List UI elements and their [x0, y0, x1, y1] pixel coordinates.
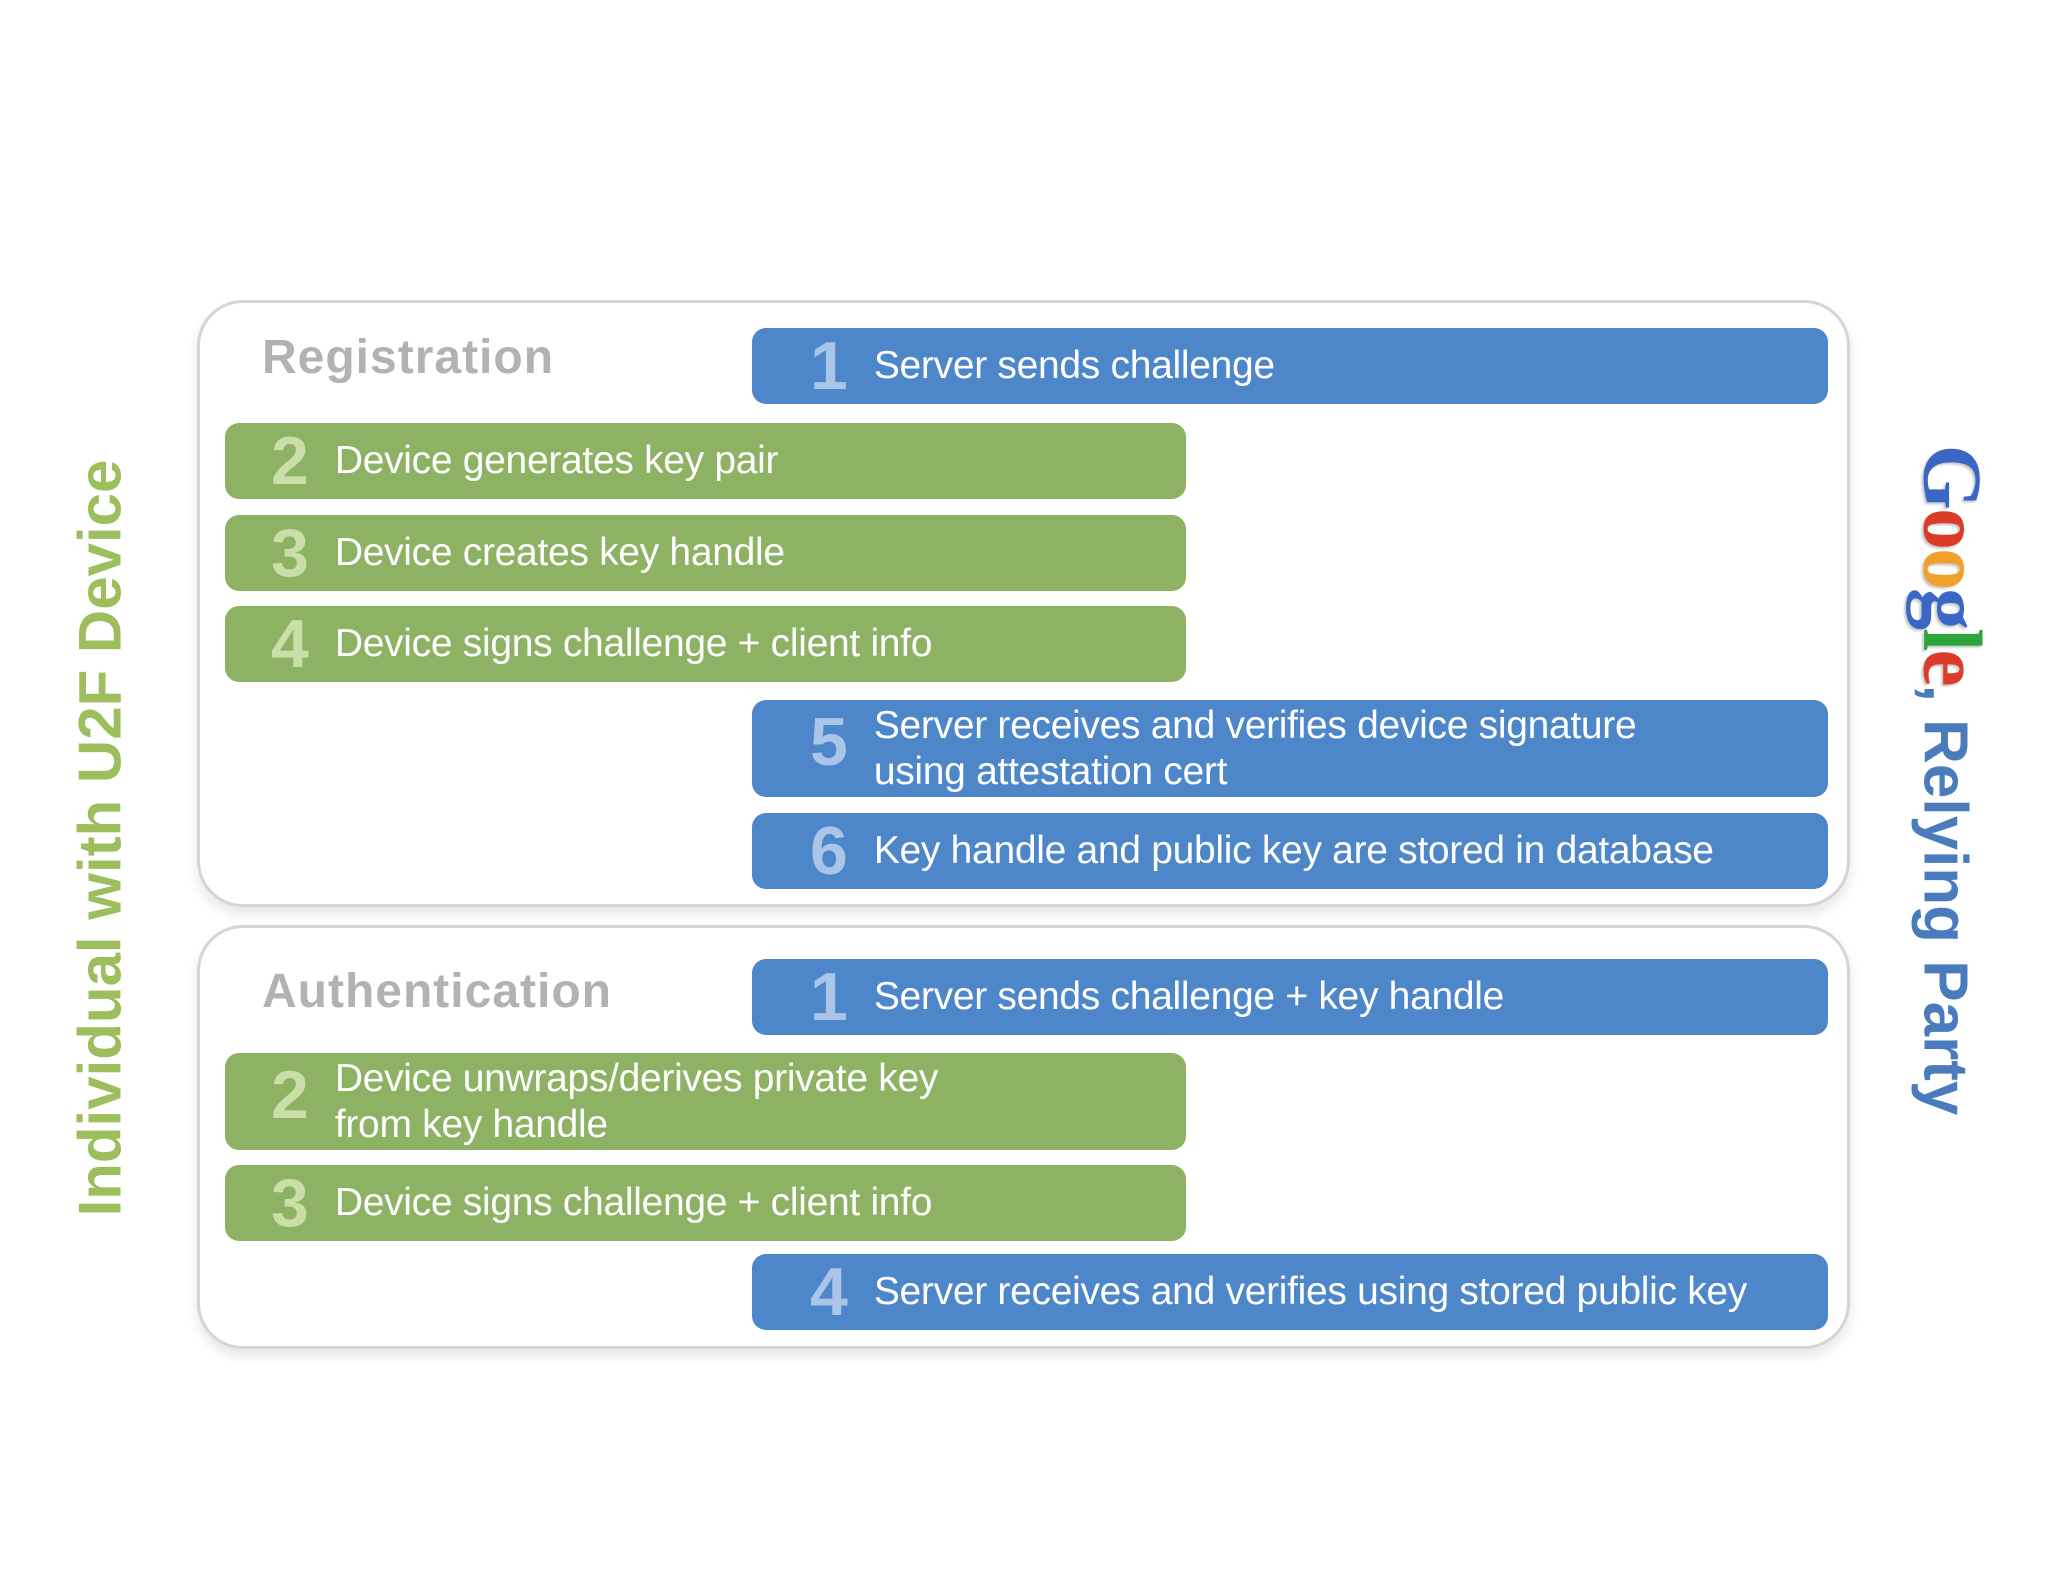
- step-number: 2: [271, 1057, 309, 1133]
- step-number: 4: [271, 606, 309, 682]
- google-logo-letter: e: [1905, 649, 1999, 685]
- step-text: Server sends challenge + key handle: [873, 975, 1504, 1018]
- google-logo-letter: G: [1905, 444, 1999, 508]
- step-number: 1: [810, 328, 848, 404]
- left-actor-label: Individual with U2F Device: [66, 459, 134, 1217]
- registration-step-5: 5 Server receives and verifies device si…: [752, 700, 1828, 797]
- step-number: 5: [810, 704, 848, 780]
- step-number: 1: [810, 959, 848, 1035]
- registration-panel-title: Registration: [262, 331, 555, 384]
- step-number: 4: [810, 1254, 848, 1330]
- authentication-step-2: 2 Device unwraps/derives private key fro…: [225, 1053, 1186, 1150]
- authentication-step-4: 4 Server receives and verifies using sto…: [752, 1254, 1828, 1330]
- step-number: 3: [271, 1165, 309, 1241]
- authentication-step-1: 1 Server sends challenge + key handle: [752, 959, 1828, 1035]
- step-text: Server receives and verifies using store…: [873, 1270, 1747, 1313]
- authentication-panel-title: Authentication: [262, 965, 612, 1018]
- registration-step-2: 2 Device generates key pair: [225, 423, 1186, 499]
- authentication-step-3: 3 Device signs challenge + client info: [225, 1165, 1186, 1241]
- step-text: Device unwraps/derives private key from …: [334, 1056, 939, 1146]
- step-text: Device creates key handle: [334, 531, 785, 574]
- registration-step-3: 3 Device creates key handle: [225, 515, 1186, 591]
- relying-party-label: , Relying Party: [1910, 684, 1980, 1116]
- step-number: 2: [271, 423, 309, 499]
- step-text: Device signs challenge + client info: [334, 1181, 933, 1224]
- step-number: 3: [271, 515, 309, 591]
- right-actor-label: Google, Relying Party: [1904, 445, 2001, 1116]
- google-logo-letter: o: [1905, 508, 1999, 548]
- step-text: Server receives and verifies device sign…: [873, 703, 1637, 793]
- registration-step-6: 6 Key handle and public key are stored i…: [752, 813, 1828, 889]
- step-text: Server sends challenge: [873, 344, 1275, 387]
- step-text: Device generates key pair: [334, 439, 779, 482]
- registration-step-4: 4 Device signs challenge + client info: [225, 606, 1186, 682]
- step-text: Key handle and public key are stored in …: [873, 829, 1714, 872]
- google-logo-letter: l: [1905, 628, 1999, 650]
- step-text: Device signs challenge + client info: [334, 622, 933, 665]
- google-logo: Google: [1906, 445, 1999, 685]
- google-logo-letter: o: [1905, 548, 1999, 588]
- registration-step-1: 1 Server sends challenge: [752, 328, 1828, 404]
- google-logo-letter: g: [1905, 588, 1999, 628]
- step-number: 6: [810, 813, 848, 889]
